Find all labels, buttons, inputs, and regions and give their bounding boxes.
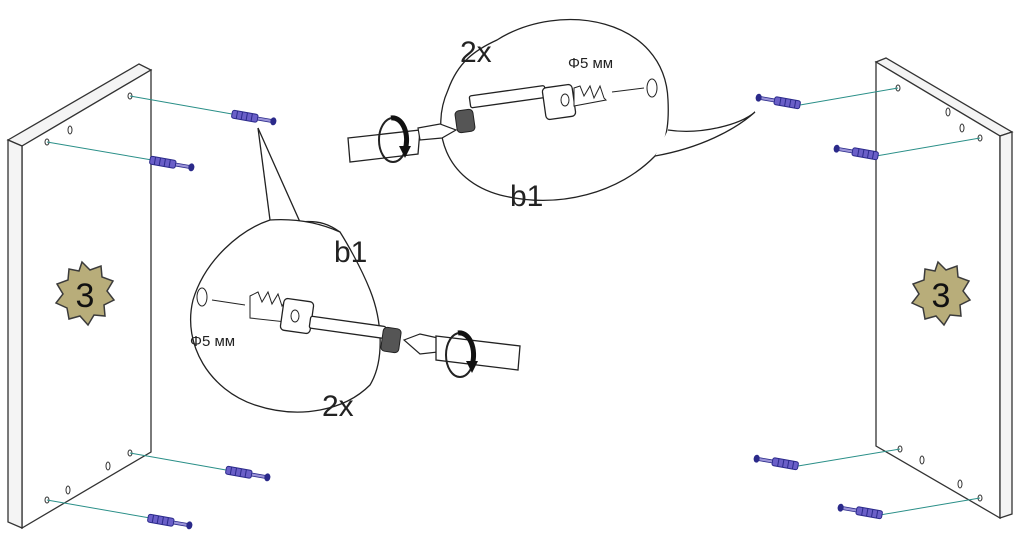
panel-number-left: 3 [76,277,95,315]
right-panel-badge: 3 [910,260,972,327]
part-label-left: b1 [334,236,367,269]
quantity-label-left: 2x [322,390,354,423]
screwdriver-icon [347,123,458,163]
left-detail-callout: b1 Φ5 мм 2x [189,127,521,423]
top-detail-callout: 2x Φ5 мм b1 [347,18,756,213]
left-panel-badge: 3 [54,260,116,327]
cam-bolt-icon [454,83,608,134]
screwdriver-icon [402,333,521,371]
part-label-top: b1 [510,180,543,213]
diameter-label-left: Φ5 мм [190,333,235,350]
panel-number-right: 3 [932,277,951,315]
right-guide-lines [797,87,981,516]
quantity-label-top: 2x [460,36,492,69]
left-guide-lines [46,95,233,519]
diameter-label-top: Φ5 мм [568,55,613,72]
cam-bolt-icon [249,290,402,354]
